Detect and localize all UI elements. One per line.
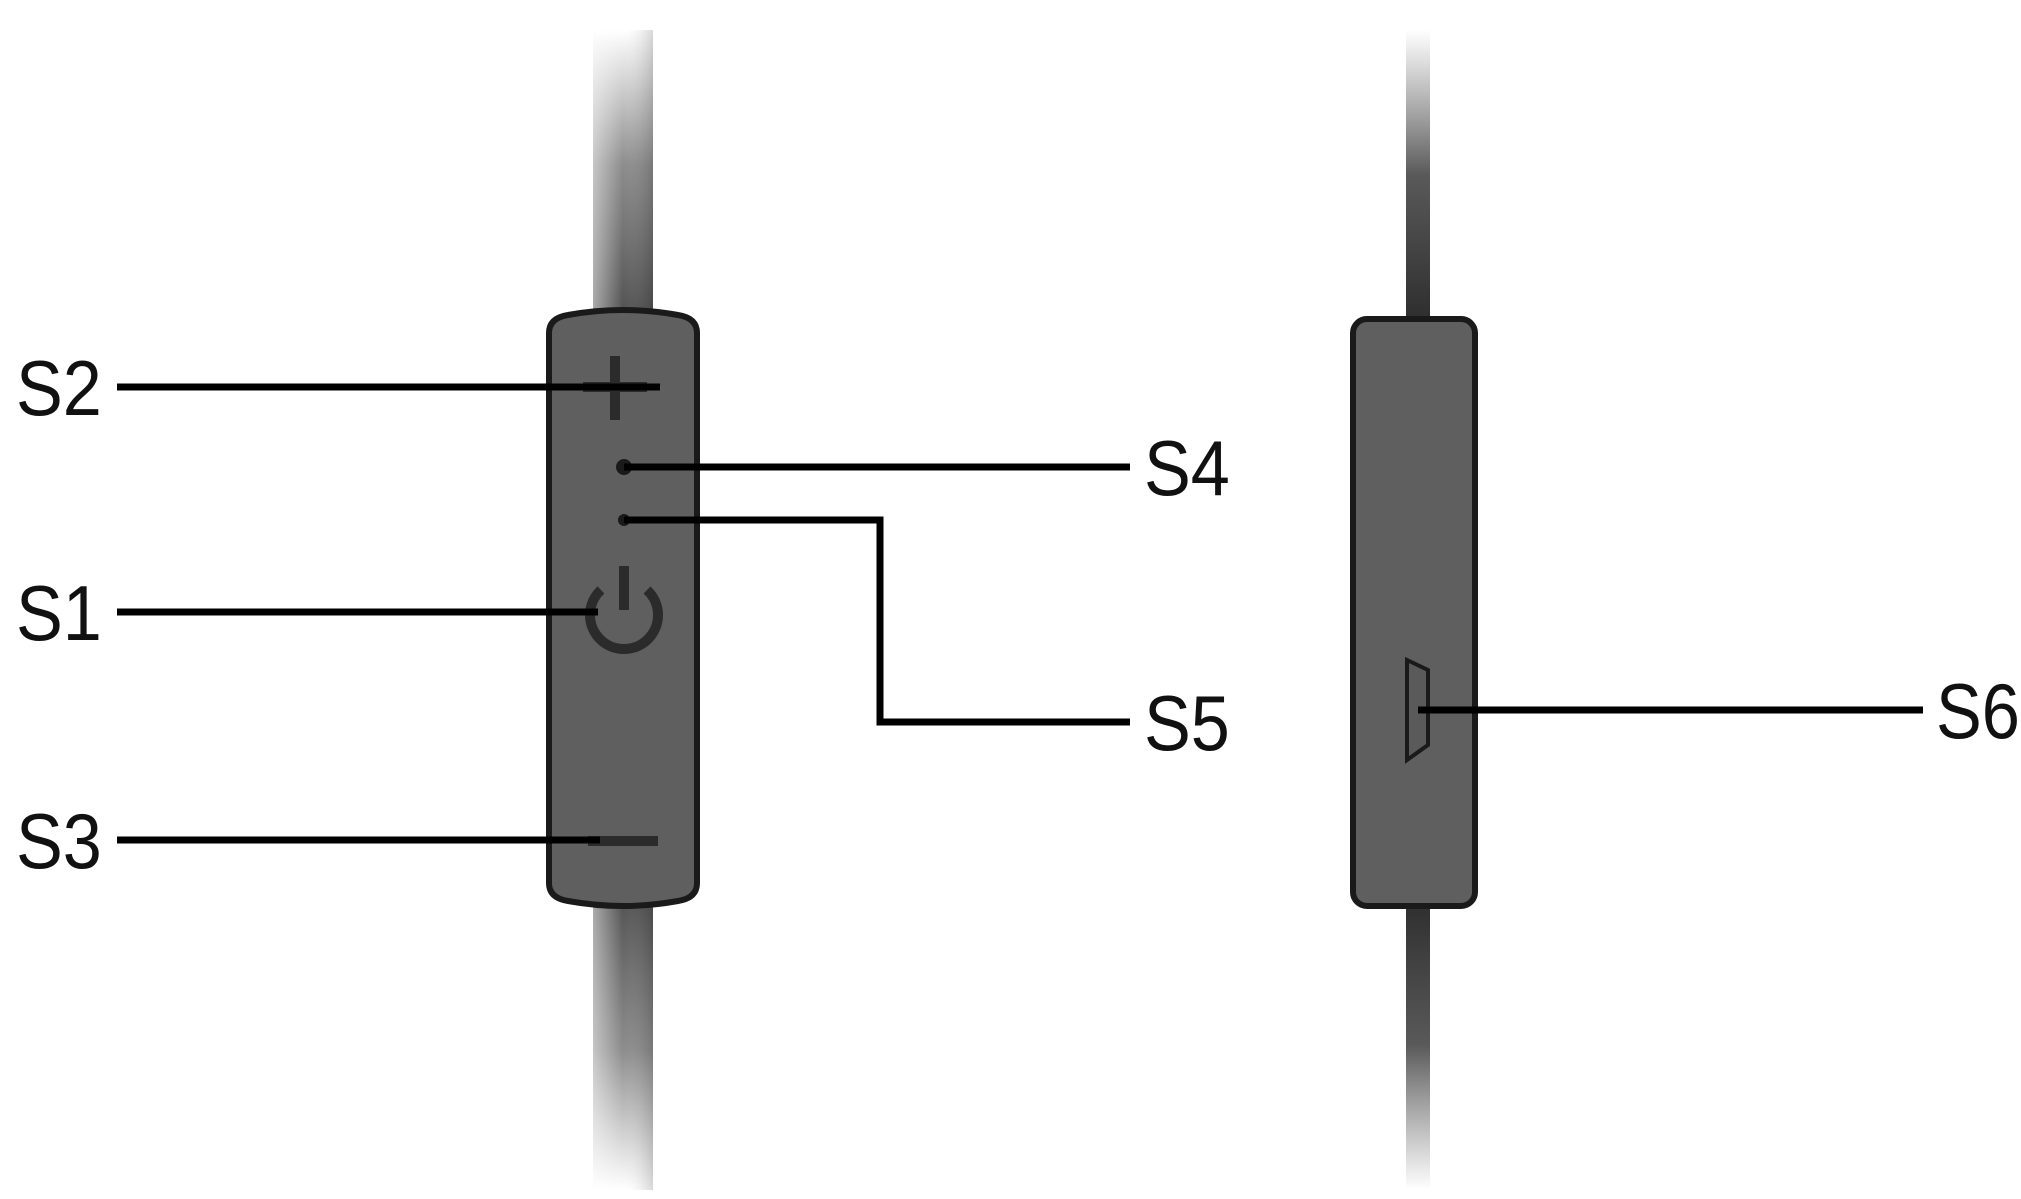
cable-top-left [593,30,653,330]
label-s1: S1 [16,570,102,657]
label-s4: S4 [1144,425,1230,512]
label-s6: S6 [1936,667,2020,755]
battery-body [1350,316,1478,909]
minus-icon[interactable] [588,836,658,846]
remote-control-unit [546,30,700,1190]
battery-unit [1350,30,1478,1190]
cable-bottom-left [593,880,653,1190]
callout-labels: S2 S1 S3 S4 S5 S6 [16,345,2020,885]
label-s2: S2 [16,345,102,432]
leader-s5 [624,516,1130,726]
leader-lines [117,383,1923,844]
cable-top-right [1406,30,1430,320]
cable-bottom-right [1406,900,1430,1190]
micro-usb-port-icon[interactable] [1405,656,1430,764]
label-s5: S5 [1144,680,1230,767]
label-s3: S3 [16,798,102,885]
